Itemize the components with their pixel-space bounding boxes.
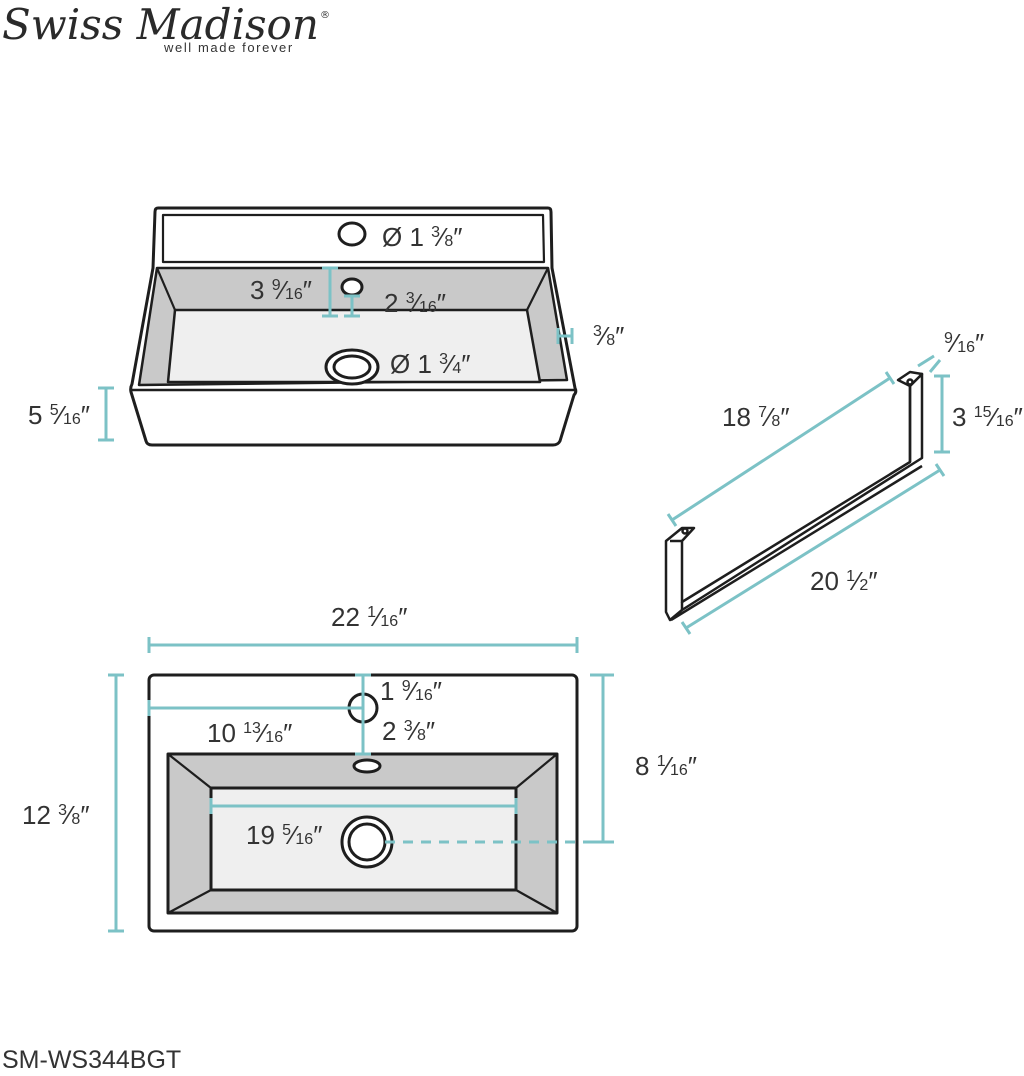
dim-denominator: 16 — [265, 729, 283, 746]
dim-numerator: 15 — [974, 404, 992, 421]
dim-denominator: 8 — [771, 413, 780, 430]
basin-inner-floor — [166, 308, 542, 384]
dim-whole: 2 — [384, 288, 406, 318]
top-view — [147, 673, 579, 933]
dim-numerator: 1 — [367, 604, 376, 621]
registered-mark: ® — [320, 10, 330, 21]
dim-denominator: 16 — [63, 411, 81, 428]
dim-inch-mark: ″ — [437, 288, 446, 318]
dim-numerator: 13 — [243, 720, 261, 737]
dim-inch-mark: ″ — [461, 349, 470, 379]
brand-logo: Swiss Madison — [2, 0, 319, 49]
dim-denominator: 16 — [380, 613, 398, 630]
dim-denominator: 8 — [71, 811, 80, 828]
label-bar-thickness: 9⁄16″ — [944, 328, 984, 358]
towel-bar-dimension-lines — [666, 354, 950, 635]
dim-inch-mark: ″ — [453, 222, 462, 252]
dim-numerator: 3 — [406, 290, 415, 307]
towel-bar — [664, 370, 924, 622]
dim-denominator: 16 — [419, 299, 437, 316]
dim-whole: 8 — [635, 751, 657, 781]
overflow-hole-front — [340, 277, 364, 297]
dim-denominator: 4 — [452, 360, 461, 377]
dim-numerator: 7 — [758, 404, 767, 421]
dim-denominator: 2 — [859, 577, 868, 594]
overflow-hole-top — [352, 758, 382, 774]
dim-denominator: 16 — [285, 286, 303, 303]
dim-numerator: 1 — [846, 568, 855, 585]
dim-whole: 1 — [380, 676, 402, 706]
dim-whole: 10 — [207, 718, 243, 748]
top-dimension-lines — [108, 637, 614, 933]
dim-denominator: 8 — [444, 233, 453, 250]
dim-inch-mark: ″ — [426, 716, 435, 746]
dim-numerator: 3 — [593, 323, 602, 340]
dim-denominator: 8 — [417, 727, 426, 744]
dim-inch-mark: ″ — [283, 718, 292, 748]
dim-whole: 19 — [246, 820, 282, 850]
dim-whole: 3 — [952, 402, 974, 432]
dim-numerator: 5 — [282, 822, 291, 839]
towel-bar-body — [664, 372, 924, 622]
dim-whole: 18 — [722, 402, 758, 432]
dim-whole: 2 — [382, 716, 404, 746]
drain-inner-front — [332, 354, 372, 380]
dim-inch-mark: ″ — [868, 566, 877, 596]
dim-numerator: 3 — [58, 802, 67, 819]
dim-whole: 12 — [22, 800, 58, 830]
label-faucet-from-back: 1 9⁄16″ — [380, 676, 442, 706]
dim-inch-mark: ″ — [615, 321, 624, 351]
dim-denominator: 16 — [415, 687, 433, 704]
dim-denominator: 16 — [996, 413, 1014, 430]
dim-numerator: 3 — [404, 718, 413, 735]
dim-inch-mark: ″ — [975, 328, 984, 358]
label-overall-depth: 12 3⁄8″ — [22, 800, 90, 830]
dim-inch-mark: ″ — [1014, 402, 1023, 432]
dim-inch-mark: ″ — [398, 602, 407, 632]
brand-tagline: well made forever — [164, 40, 294, 55]
dim-whole: 22 — [331, 602, 367, 632]
label-drain-from-back: 8 1⁄16″ — [635, 751, 697, 781]
dim-whole: 20 — [810, 566, 846, 596]
dim-inch-mark: ″ — [81, 400, 90, 430]
front-dimension-lines — [98, 266, 574, 442]
dim-numerator: 1 — [657, 753, 666, 770]
dim-denominator: 16 — [957, 339, 975, 356]
label-overflow-offset: 2 3⁄16″ — [384, 288, 446, 318]
dim-whole: Ø 1 — [390, 349, 439, 379]
dim-denominator: 16 — [295, 831, 313, 848]
dim-numerator: 5 — [50, 402, 59, 419]
dim-denominator: 16 — [670, 762, 688, 779]
label-rim-thickness: 3⁄8″ — [593, 321, 624, 351]
label-basin-depth: 3 9⁄16″ — [250, 275, 312, 305]
label-overall-width: 22 1⁄16″ — [331, 602, 407, 632]
dim-whole: 5 — [28, 400, 50, 430]
dim-inch-mark: ″ — [688, 751, 697, 781]
dim-numerator: 9 — [272, 277, 281, 294]
dim-denominator: 8 — [606, 332, 615, 349]
dim-numerator: 9 — [944, 330, 953, 347]
dim-numerator: 3 — [439, 351, 448, 368]
dim-inch-mark: ″ — [313, 820, 322, 850]
label-bar-height: 3 15⁄16″ — [952, 402, 1023, 432]
front-view — [129, 206, 578, 447]
dim-inch-mark: ″ — [433, 676, 442, 706]
dim-inch-mark: ″ — [303, 275, 312, 305]
model-number: SM-WS344BGT — [2, 1046, 182, 1074]
faucet-hole-front — [337, 221, 367, 247]
label-bar-outer-length: 20 1⁄2″ — [810, 566, 878, 596]
label-bar-inner-length: 18 7⁄8″ — [722, 402, 790, 432]
dim-inch-mark: ″ — [80, 800, 89, 830]
dim-whole: Ø 1 — [382, 222, 431, 252]
label-body-height: 5 5⁄16″ — [28, 400, 90, 430]
dim-numerator: 9 — [402, 678, 411, 695]
drain-inner-top — [347, 822, 387, 862]
dim-inch-mark: ″ — [780, 402, 789, 432]
dim-whole: 3 — [250, 275, 272, 305]
dim-numerator: 3 — [431, 224, 440, 241]
